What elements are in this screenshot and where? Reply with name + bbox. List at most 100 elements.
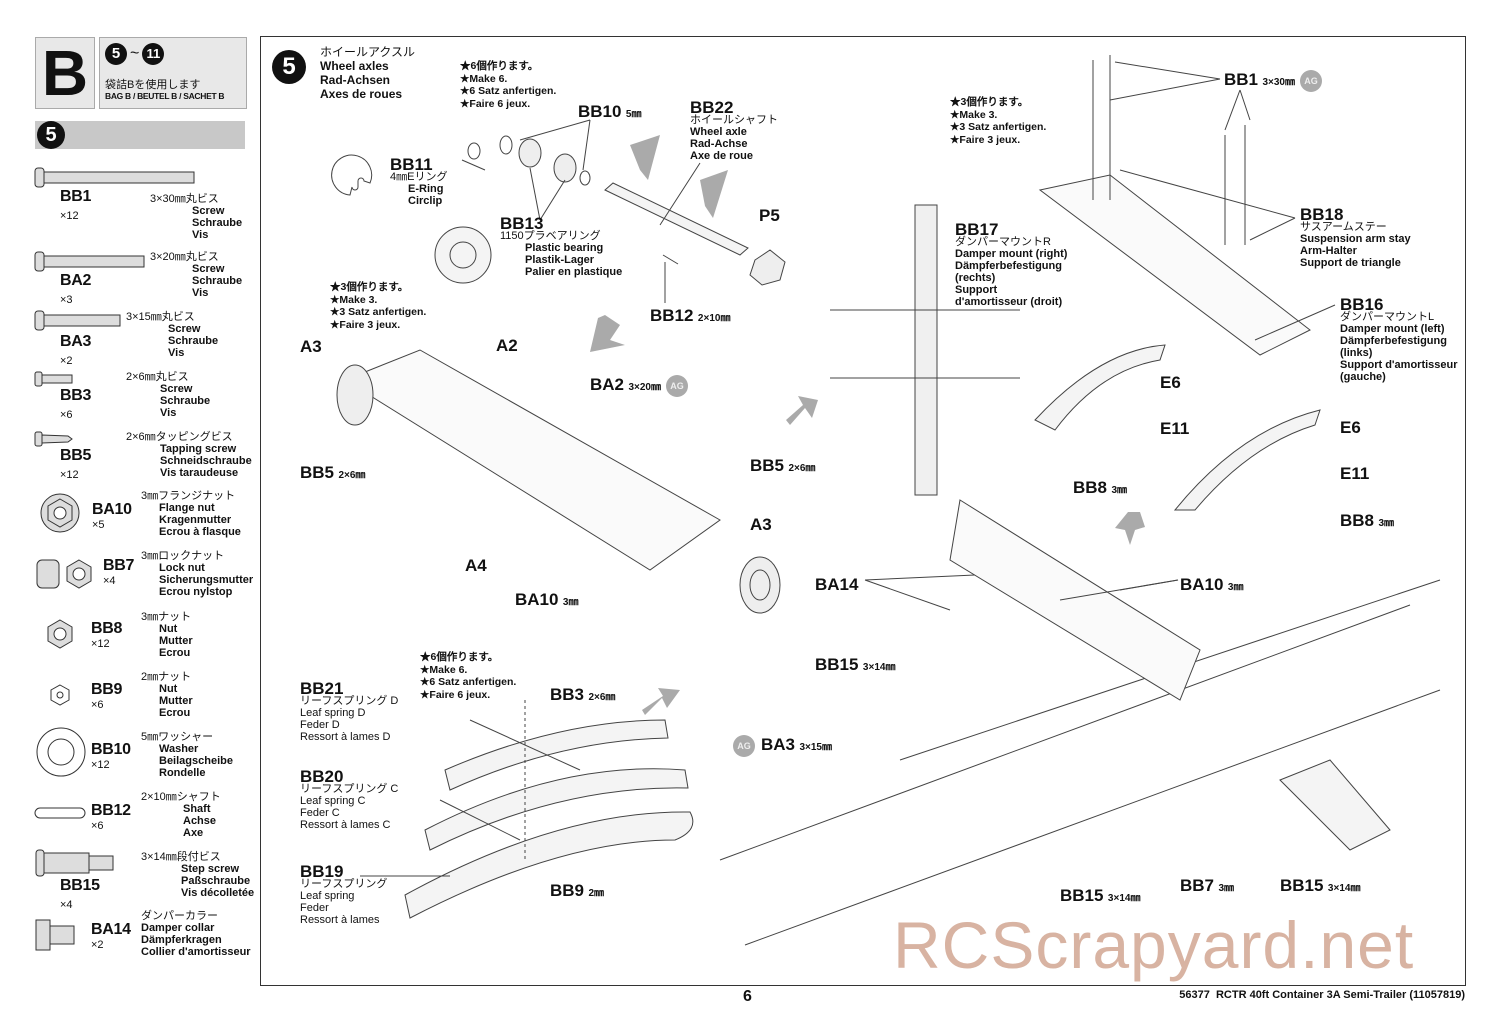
part-ba14: BA14×2	[91, 921, 131, 951]
shaft-icon	[34, 807, 86, 819]
part-bb5: BB5 ×12	[60, 447, 92, 481]
note-make6-springs: ★6個作ります。★Make 6.★6 Satz anfertigen.★Fair…	[420, 651, 517, 701]
ag-badge: AG	[733, 735, 755, 757]
arrow-icon	[642, 688, 680, 715]
part-bb7: BB7×4	[103, 557, 135, 587]
product-title: 56377 RCTR 40ft Container 3A Semi-Traile…	[1179, 989, 1465, 1001]
callout-a4: A4	[465, 556, 487, 575]
plastic-bearing-icon	[434, 226, 492, 284]
bag-info-box: 5 ~ 11 袋詰Bを使用します BAG B / BEUTEL B / SACH…	[99, 37, 247, 109]
flange-nut-icon	[40, 493, 80, 533]
callout-bb8-left: BB8 3㎜	[1073, 478, 1128, 497]
note-make3-housing: ★3個作ります。★Make 3.★3 Satz anfertigen.★Fair…	[330, 281, 427, 331]
callout-bb7: BB7 3㎜	[1180, 876, 1235, 895]
washer-icon	[36, 727, 86, 777]
lock-nut-icon	[36, 559, 92, 589]
bag-letter-box: B	[35, 37, 95, 109]
callout-a3-right: A3	[750, 515, 772, 534]
note-make6-axle: ★6個作ります。★Make 6.★6 Satz anfertigen.★Fair…	[460, 60, 557, 110]
small-hex-nut-icon	[50, 684, 70, 706]
callout-e11-left: E11	[1160, 419, 1190, 438]
step-range-end: 11	[142, 43, 165, 65]
arrow-icon	[590, 315, 625, 352]
bag-label: BAG B / BEUTEL B / SACHET B	[105, 91, 225, 101]
bag-jp: 袋詰Bを使用します	[105, 79, 201, 91]
ag-badge: AG	[666, 375, 688, 397]
part-bb3: BB3 ×6	[60, 387, 92, 421]
callout-bb5-right: BB5 2×6㎜	[750, 456, 816, 475]
part-bb8: BB8×12	[91, 620, 123, 650]
callout-bb5-left: BB5 2×6㎜	[300, 463, 366, 482]
callout-a2: A2	[496, 336, 518, 355]
step-range-start: 5	[105, 43, 127, 65]
step-range-sep: ~	[130, 45, 140, 62]
arrow-icon	[700, 170, 728, 218]
step-number: 5	[272, 50, 306, 84]
page-number: 6	[743, 988, 752, 1005]
arrow-icon	[1115, 512, 1145, 545]
callout-bb15-right: BB15 3×14㎜	[1280, 876, 1361, 895]
step-frame	[260, 36, 1466, 986]
hex-nut-icon	[47, 619, 73, 649]
callout-bb12: BB12 2×10㎜	[650, 306, 731, 325]
arrow-icon	[630, 135, 660, 180]
callout-ba10-axle: BA10 3㎜	[515, 590, 579, 609]
callout-e6-right: E6	[1340, 418, 1361, 437]
part-bb10: BB10×12	[91, 741, 131, 771]
e-ring-icon	[331, 154, 373, 196]
watermark: RCScrapyard.net	[893, 908, 1415, 982]
part-bb12: BB12×6	[91, 802, 131, 832]
screw-icon	[34, 310, 121, 331]
part-ba10: BA10×5	[92, 501, 132, 531]
callout-bb10: BB10 5㎜	[578, 102, 642, 121]
callout-e6-left: E6	[1160, 373, 1181, 392]
small-screw-icon	[34, 371, 73, 387]
callout-bb15-top: BB15 3×14㎜	[815, 655, 896, 674]
arrow-icon	[786, 396, 818, 425]
step-header-bar: 5	[35, 121, 245, 149]
callout-bb8-right: BB8 3㎜	[1340, 511, 1395, 530]
callout-ba14: BA14	[815, 575, 859, 594]
callout-a3-left: A3	[300, 337, 322, 356]
note-make3-mount: ★3個作ります。★Make 3.★3 Satz anfertigen.★Fair…	[950, 96, 1047, 146]
step-screw-icon	[35, 849, 114, 877]
callout-ba10-chassis: BA10 3㎜	[1180, 575, 1244, 594]
parts-icons	[34, 167, 195, 951]
part-ba2: BA2 ×3	[60, 272, 92, 306]
part-ba3: BA3 ×2	[60, 333, 92, 367]
long-screw-icon	[34, 167, 195, 188]
direction-arrows	[590, 135, 1145, 715]
callout-bb15-bottom: BB15 3×14㎜	[1060, 886, 1141, 905]
callout-bb3: BB3 2×6㎜	[550, 685, 616, 704]
step-bar-number: 5	[37, 121, 65, 149]
callout-e11-right: E11	[1340, 464, 1370, 483]
screw-icon	[34, 251, 145, 272]
part-bb9: BB9×6	[91, 681, 123, 711]
part-bb15: BB15 ×4	[60, 877, 100, 911]
tapping-screw-icon	[34, 431, 73, 447]
